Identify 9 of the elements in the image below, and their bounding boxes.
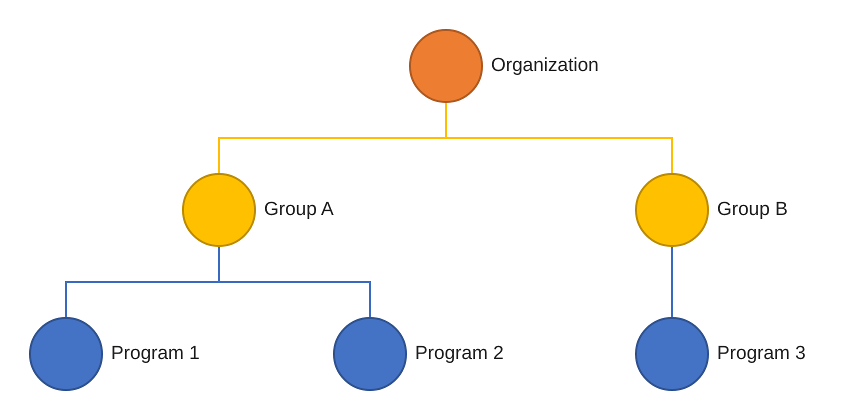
node-label: Group B <box>717 199 788 221</box>
node-label: Organization <box>491 55 599 77</box>
connector-line <box>445 103 673 173</box>
node-label: Program 3 <box>717 343 806 365</box>
node-label: Program 2 <box>415 343 504 365</box>
node-label: Program 1 <box>111 343 200 365</box>
node-label: Group A <box>264 199 334 221</box>
connector-line <box>671 247 673 317</box>
connector-line <box>218 247 371 317</box>
